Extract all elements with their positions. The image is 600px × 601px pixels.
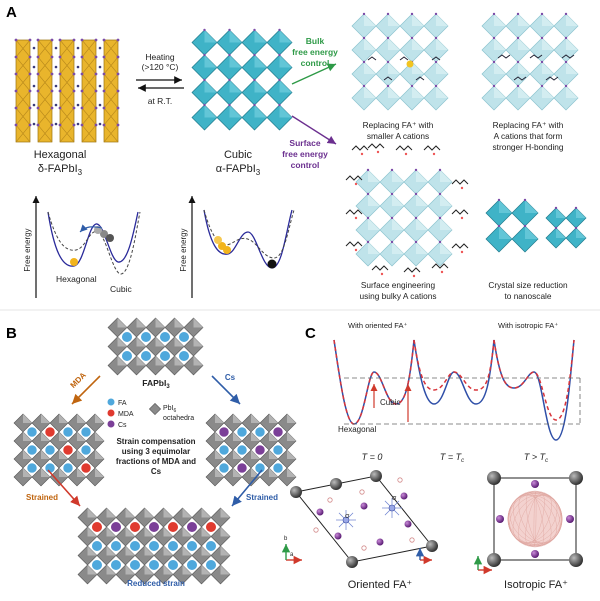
compensation-line-2: using 3 equimolar xyxy=(122,447,190,456)
compensation-line-3: fractions of MDA and xyxy=(116,457,196,466)
oriented-header: With oriented FA⁺ xyxy=(348,321,407,330)
nanoscale-crystals xyxy=(485,198,587,253)
left-to-mixed-arrow xyxy=(47,469,81,507)
bulk-label-2: free energy xyxy=(292,47,338,57)
mda-arrow xyxy=(71,375,101,405)
free-energy-axis-right: Free energy xyxy=(179,228,188,271)
caption-4-line-2: to nanoscale xyxy=(504,291,551,301)
isotropic-caption: Isotropic FA⁺ xyxy=(504,579,568,591)
legend-octahedra: octahedra xyxy=(163,415,194,422)
compensation-line-4: Cs xyxy=(151,467,162,476)
caption-1-line-1: Replacing FA⁺ with xyxy=(363,120,434,130)
caption-4-line-1: Crystal size reduction xyxy=(488,280,568,290)
cubic-formula: α-FAPbI3 xyxy=(216,163,261,177)
legend-fa: FA xyxy=(118,400,127,407)
cubic-structure xyxy=(191,28,293,131)
caption-2-line-2: A cations that form xyxy=(494,131,563,141)
sigma-label-2: σ xyxy=(392,495,397,502)
mda-arrow-label: MDA xyxy=(69,370,88,389)
panel-b-letter: B xyxy=(6,325,17,342)
room-temp-label: at R.T. xyxy=(148,96,173,106)
hexagonal-structure xyxy=(14,38,120,143)
oriented-caption: Oriented FA⁺ xyxy=(348,579,413,591)
cs-arrow-label: Cs xyxy=(225,373,236,382)
t-equal-tc-label: T = Tc xyxy=(440,452,464,464)
bulk-label-3: control xyxy=(301,58,330,68)
hexagonal-name: Hexagonal xyxy=(34,149,87,161)
bulk-arrow xyxy=(291,63,337,85)
axis-label-a: a xyxy=(290,552,294,558)
mda-lattice xyxy=(13,413,105,487)
axis-label-b: b xyxy=(284,536,288,542)
caption-3-line-2: using bulky A cations xyxy=(359,291,436,301)
hexagonal-formula: δ-FAPbI3 xyxy=(38,163,83,177)
free-energy-axis-left: Free energy xyxy=(23,228,32,271)
legend: FA MDA Cs PbI6 octahedra xyxy=(107,398,194,429)
reduced-strain-label: Reduced strain xyxy=(127,579,185,588)
strained-right-label: Strained xyxy=(246,493,278,502)
surface-label-2: free energy xyxy=(282,149,328,159)
t-zero-label: T = 0 xyxy=(362,452,383,462)
caption-3-line-1: Surface engineering xyxy=(361,280,436,290)
small-cation-structure xyxy=(351,12,449,111)
bulk-label-1: Bulk xyxy=(306,36,325,46)
isotropic-header: With isotropic FA⁺ xyxy=(498,321,558,330)
hexagonal-energy-landscape: Free energy Hexagonal Cubic xyxy=(23,196,141,298)
cubic-well-label: Cubic xyxy=(380,398,400,407)
surface-label-3: control xyxy=(291,160,320,170)
left-well-hexagonal: Hexagonal xyxy=(56,274,97,284)
cs-arrow xyxy=(211,375,241,405)
cubic-name: Cubic xyxy=(224,149,253,161)
cubic-energy-landscape: Free energy xyxy=(179,196,295,298)
legend-mda: MDA xyxy=(118,411,134,418)
left-well-cubic: Cubic xyxy=(110,284,132,294)
fapbi3-lattice xyxy=(107,317,204,376)
right-to-mixed-arrow xyxy=(231,469,263,507)
fapbi3-label: FAPbI3 xyxy=(142,378,170,390)
hbond-cation-structure xyxy=(481,12,579,111)
caption-1-line-2: smaller A cations xyxy=(367,131,429,141)
caption-2-line-3: stronger H-bonding xyxy=(492,142,563,152)
sigma-label-1: σ xyxy=(345,513,350,520)
cs-lattice xyxy=(205,413,297,487)
panel-c-letter: C xyxy=(305,325,316,342)
legend-pbi6: PbI6 xyxy=(163,405,177,414)
t-greater-tc-label: T > Tc xyxy=(524,452,548,464)
legend-cs: Cs xyxy=(118,422,127,429)
oriented-fa-cell xyxy=(281,470,438,568)
surface-engineered-structure xyxy=(345,143,469,278)
surface-label-1: Surface xyxy=(289,138,320,148)
caption-2-line-1: Replacing FA⁺ with xyxy=(493,120,564,130)
strained-left-label: Strained xyxy=(26,493,58,502)
isotropic-fa-cell xyxy=(473,471,583,575)
hexagonal-well-label: Hexagonal xyxy=(338,425,376,434)
mixed-lattice xyxy=(77,507,231,585)
heating-temp: (>120 °C) xyxy=(142,62,179,72)
panel-a-letter: A xyxy=(6,4,17,21)
surface-arrow xyxy=(291,115,337,145)
compensation-line-1: Strain compensation xyxy=(116,437,195,446)
heating-label: Heating xyxy=(145,52,175,62)
energy-wells xyxy=(333,339,581,441)
